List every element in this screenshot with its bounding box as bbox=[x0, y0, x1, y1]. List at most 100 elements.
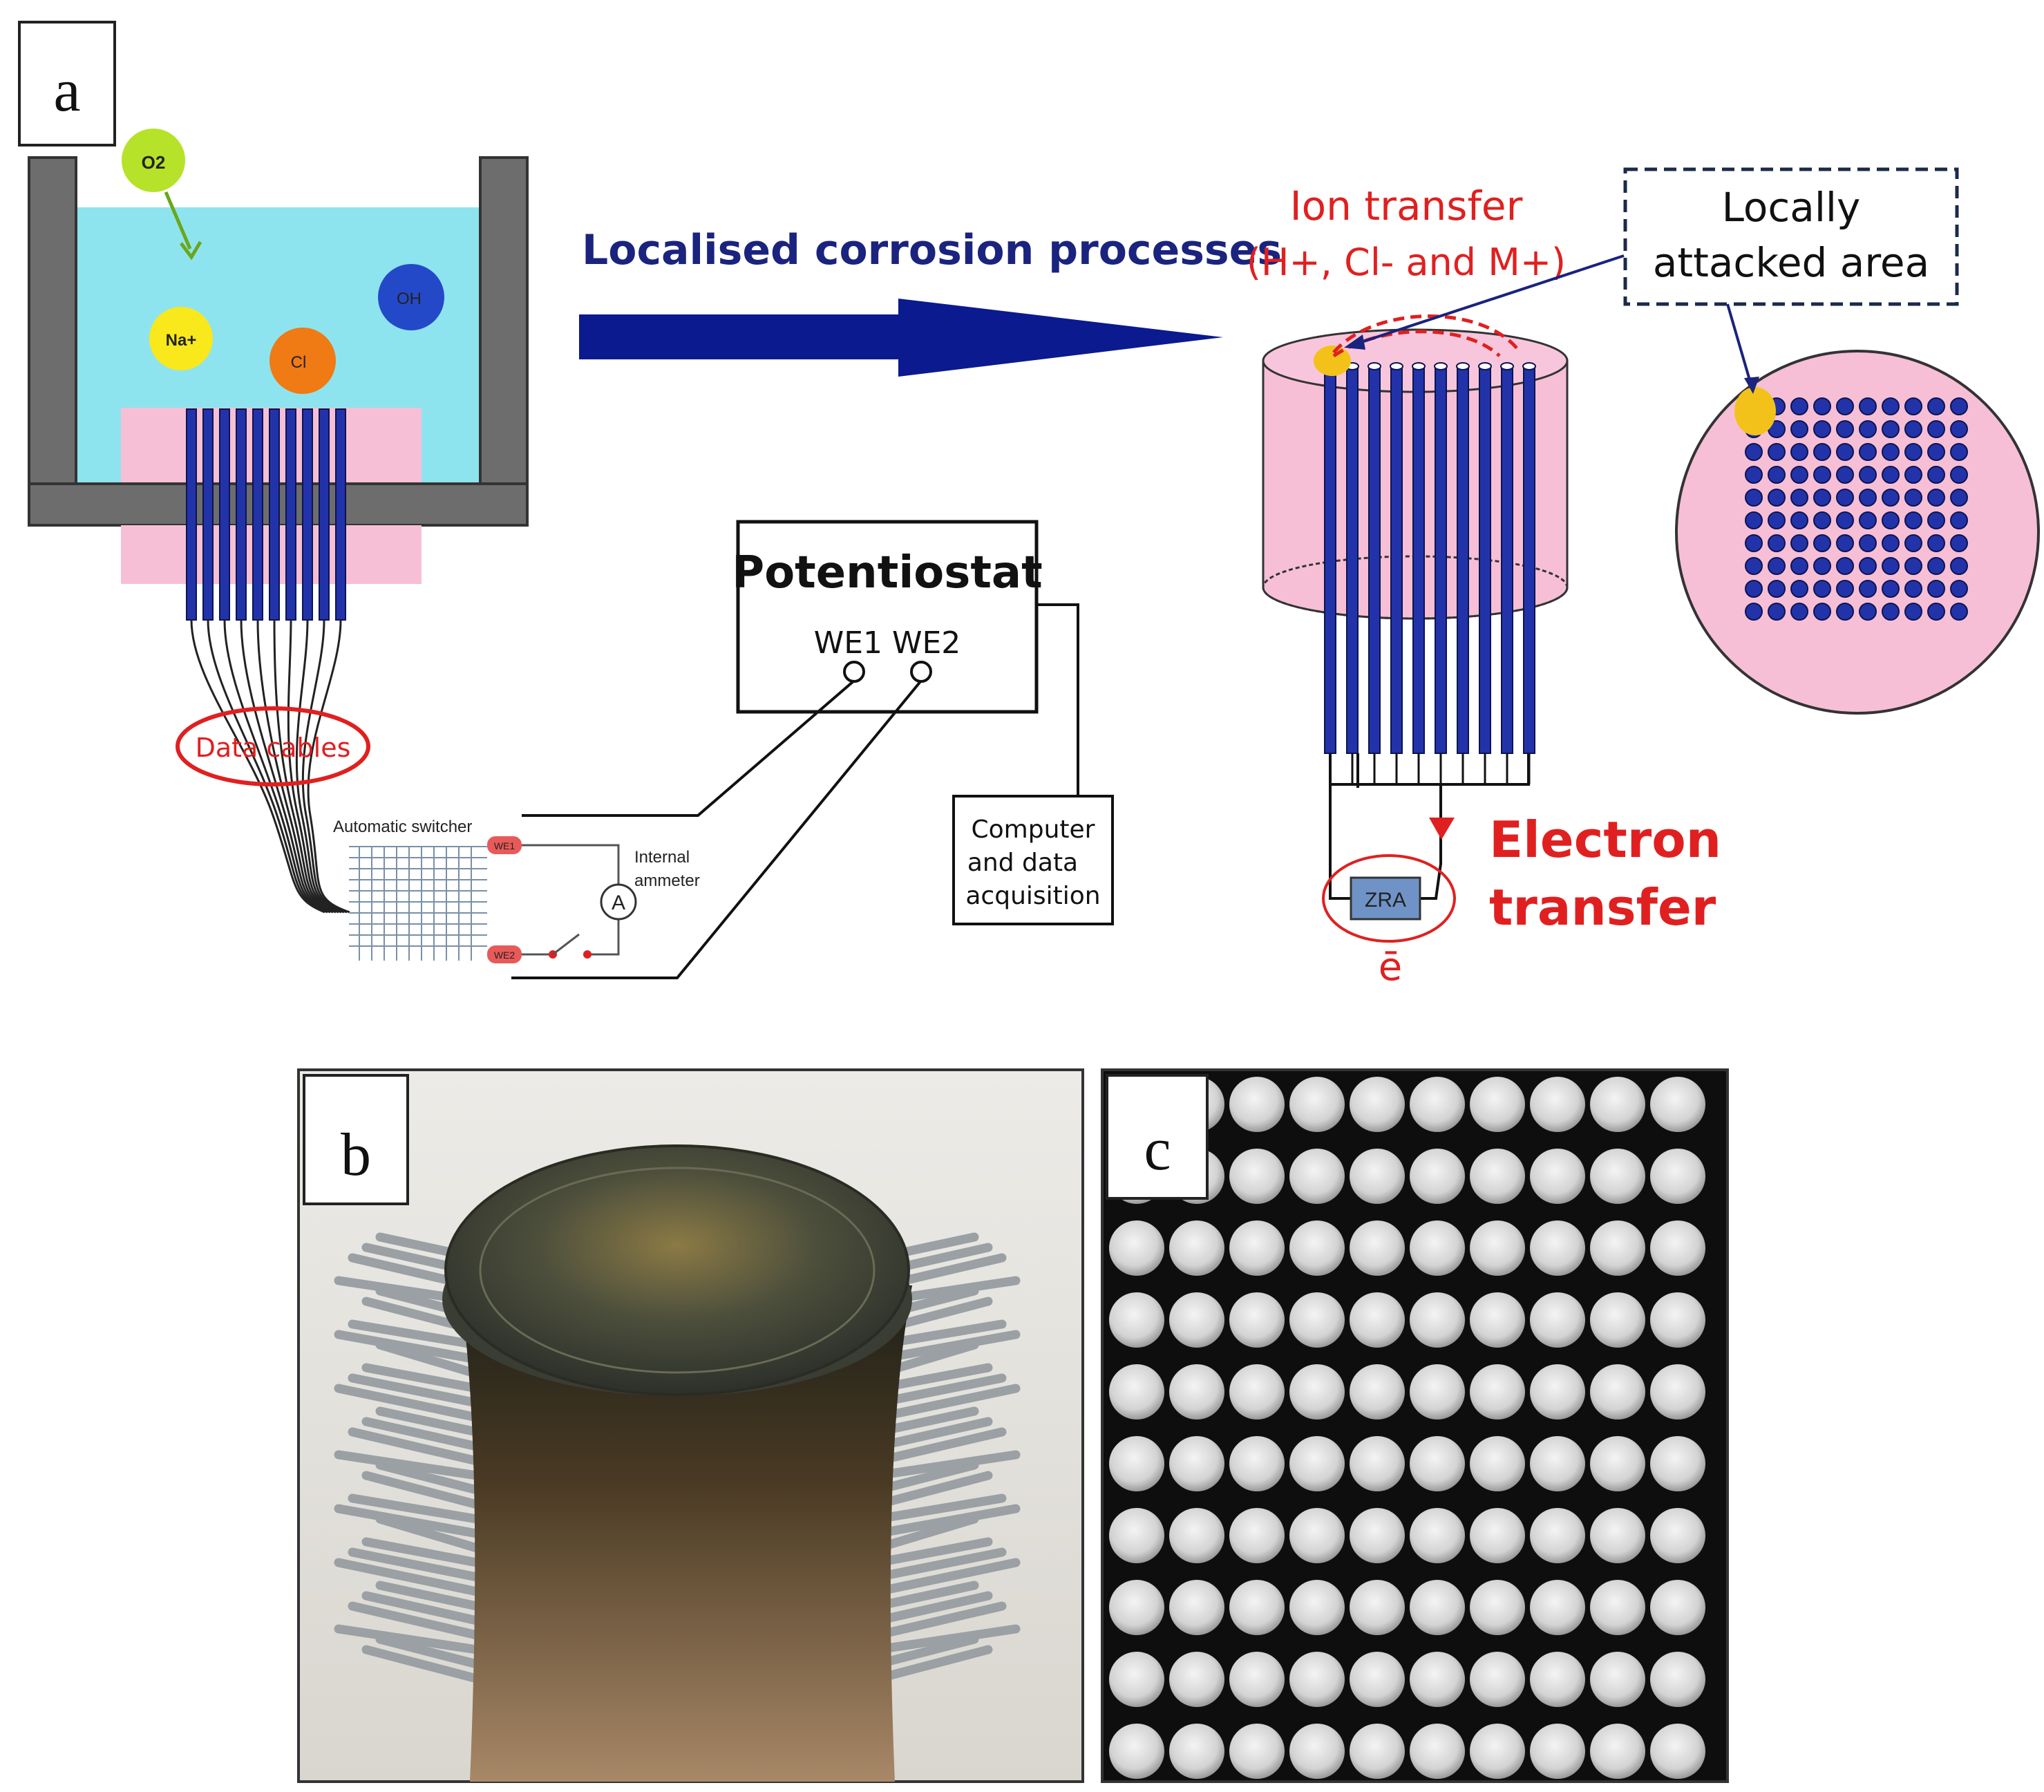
electrode-dot bbox=[1836, 420, 1854, 438]
electrode-dot bbox=[1882, 489, 1900, 507]
electrode-face bbox=[1350, 1292, 1405, 1348]
pin bbox=[334, 1504, 482, 1538]
electrode-tip bbox=[1368, 362, 1381, 370]
electrode-face bbox=[1109, 1436, 1164, 1491]
locally-attacked-label: Locally attacked area bbox=[1623, 167, 1959, 306]
svg-text:Na+: Na+ bbox=[166, 331, 197, 350]
pin bbox=[348, 1547, 482, 1582]
electrode-dot bbox=[1790, 603, 1808, 621]
pin bbox=[873, 1591, 993, 1625]
electrode-dot bbox=[1790, 511, 1808, 529]
electrode-dot bbox=[1745, 580, 1763, 598]
electrode-dot bbox=[1836, 489, 1854, 507]
electrode-dot bbox=[1882, 603, 1900, 621]
pin bbox=[873, 1471, 993, 1509]
pin bbox=[873, 1537, 993, 1567]
pin bbox=[873, 1645, 993, 1683]
electrode-face bbox=[1410, 1149, 1465, 1204]
svg-text:OH: OH bbox=[397, 290, 422, 308]
electrode-dot bbox=[1859, 489, 1877, 507]
pin bbox=[348, 1601, 482, 1640]
beaker-electrode-array bbox=[186, 408, 346, 621]
electrode-tip bbox=[1456, 362, 1470, 370]
electrode-dot bbox=[1950, 397, 1968, 415]
electrode-rod bbox=[1412, 366, 1425, 754]
svg-text:WE2: WE2 bbox=[494, 950, 515, 961]
electrode-face bbox=[1530, 1220, 1585, 1276]
electrode-dot bbox=[1768, 511, 1786, 529]
electrode-dot bbox=[1836, 580, 1854, 598]
electrode-face bbox=[1169, 1364, 1224, 1420]
electrode-face bbox=[1169, 1508, 1224, 1563]
electrode-dot bbox=[1950, 489, 1968, 507]
electrode-dot bbox=[1790, 489, 1808, 507]
electrode-face bbox=[1289, 1220, 1345, 1276]
pin bbox=[873, 1601, 1007, 1640]
electrode-dot bbox=[1882, 534, 1900, 552]
electrode-dot bbox=[1904, 511, 1922, 529]
electrode-dot bbox=[1790, 443, 1808, 461]
pin bbox=[361, 1471, 482, 1509]
pin bbox=[348, 1427, 482, 1466]
pin bbox=[334, 1558, 482, 1596]
electrode-face bbox=[1650, 1364, 1705, 1420]
svg-text:Locally: Locally bbox=[1722, 184, 1861, 231]
electrode-face bbox=[1350, 1149, 1405, 1204]
svg-text:Cl: Cl bbox=[291, 353, 307, 372]
electrode-face bbox=[1289, 1724, 1345, 1779]
panel-b-label: b bbox=[303, 1074, 409, 1205]
we2-connector bbox=[487, 945, 522, 963]
electrode-dot bbox=[1904, 603, 1922, 621]
electrode-face bbox=[1229, 1292, 1285, 1348]
electrode-dot bbox=[1927, 511, 1945, 529]
electrode-face bbox=[1650, 1149, 1705, 1204]
pin bbox=[375, 1460, 482, 1495]
electrode-face bbox=[1410, 1077, 1465, 1132]
pin bbox=[873, 1460, 979, 1495]
electrode-rod bbox=[285, 408, 296, 621]
electrode-face bbox=[1410, 1724, 1465, 1779]
electrode-face bbox=[1650, 1436, 1705, 1491]
pin bbox=[873, 1493, 1007, 1524]
electrode-dot bbox=[1927, 489, 1945, 507]
pin bbox=[375, 1581, 482, 1611]
electrode-face bbox=[1530, 1436, 1585, 1491]
electrode-face bbox=[1590, 1580, 1645, 1635]
electrode-face bbox=[1470, 1292, 1525, 1348]
electrode-tip bbox=[1478, 362, 1492, 370]
electrode-dot bbox=[1790, 397, 1808, 415]
panel-c-photo: c bbox=[1101, 1068, 1729, 1783]
panel-a: a O2 Na+ bbox=[18, 21, 2040, 990]
electrode-rod bbox=[1501, 366, 1513, 754]
svg-text:Ion transfer: Ion transfer bbox=[1290, 182, 1523, 229]
pin bbox=[361, 1537, 482, 1567]
electrode-face bbox=[1590, 1220, 1645, 1276]
electrode-tip bbox=[1522, 362, 1536, 370]
electrode-dot bbox=[1745, 534, 1763, 552]
electrode-dot bbox=[1813, 603, 1831, 621]
electrode-face bbox=[1109, 1364, 1164, 1420]
electrode-dot bbox=[1745, 489, 1763, 507]
electrode-rod bbox=[1435, 366, 1447, 754]
electrode-face bbox=[1650, 1508, 1705, 1563]
pin bbox=[361, 1363, 482, 1393]
electrode-dot bbox=[1904, 534, 1922, 552]
electrode-face bbox=[1229, 1149, 1285, 1204]
electrode-face bbox=[1350, 1436, 1405, 1491]
electrode-dot bbox=[1927, 557, 1945, 575]
electrode-face bbox=[1410, 1508, 1465, 1563]
electrode-face bbox=[1530, 1292, 1585, 1348]
electrode-face bbox=[1229, 1220, 1285, 1276]
we1-port bbox=[843, 661, 865, 683]
electrode-face bbox=[1229, 1436, 1285, 1491]
electrode-rod bbox=[236, 408, 247, 621]
electrode-dot bbox=[1904, 397, 1922, 415]
electrode-dot bbox=[1927, 397, 1945, 415]
electrode-face bbox=[1169, 1220, 1224, 1276]
electrode-dot bbox=[1904, 580, 1922, 598]
electrode-dot bbox=[1927, 603, 1945, 621]
electrode-rod bbox=[269, 408, 280, 621]
electrode-face bbox=[1590, 1724, 1645, 1779]
electrode-face bbox=[1350, 1652, 1405, 1707]
svg-text:transfer: transfer bbox=[1489, 878, 1716, 936]
